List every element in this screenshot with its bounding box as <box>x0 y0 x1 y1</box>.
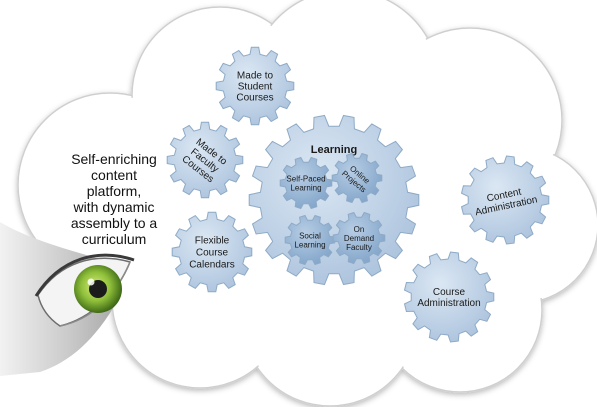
intro-line: with dynamic <box>73 199 155 215</box>
gear-label-line: Courses <box>236 93 273 104</box>
gear-shape <box>460 155 550 245</box>
gear-label-line: Learning <box>290 183 321 192</box>
gear-label-line: Made to <box>237 71 274 82</box>
gear-shape <box>284 214 336 266</box>
gear-shape <box>171 211 253 293</box>
gear-label-line: Administration <box>417 298 480 309</box>
intro-text: Self-enriching content platform, with dy… <box>55 151 173 247</box>
gear-shape <box>403 251 495 343</box>
intro-line: Self-enriching <box>71 151 157 167</box>
gear-label-line: Student <box>238 82 273 93</box>
intro-line: curriculum <box>81 231 147 247</box>
gear-content-administration: ContentAdministration <box>460 155 550 245</box>
gear-label: Made toFacultyCourses <box>180 136 230 185</box>
gear-shape <box>215 46 295 126</box>
gear-label-line: On <box>354 225 365 234</box>
gear-label-line: Learning <box>311 144 357 156</box>
intro-line: content <box>91 167 137 183</box>
gear-shape <box>166 121 244 199</box>
gear-label-line: Course <box>433 287 466 298</box>
gear-label-line: Learning <box>294 240 325 249</box>
gear-label-line: Faculty <box>346 243 372 252</box>
intro-line: platform, <box>86 183 142 199</box>
eye-icon <box>0 222 135 376</box>
gear-shape <box>331 152 383 204</box>
gear-label-line: Social <box>299 231 321 240</box>
intro-line: assembly to a <box>70 215 158 231</box>
gear-label-line: Flexible <box>195 236 230 247</box>
gear-label: Learning <box>311 144 357 156</box>
gear-shape <box>279 156 333 210</box>
gear-label-line: Self-Paced <box>286 174 325 183</box>
gear-label-line: Calendars <box>189 260 235 271</box>
gear-online-projects: OnlineProjects <box>331 152 383 204</box>
gear-label-line: Demand <box>344 234 374 243</box>
gear-shape <box>332 211 386 265</box>
gear-label-line: Course <box>196 248 229 259</box>
gear-made-to-faculty-courses: Made toFacultyCourses <box>166 121 244 199</box>
